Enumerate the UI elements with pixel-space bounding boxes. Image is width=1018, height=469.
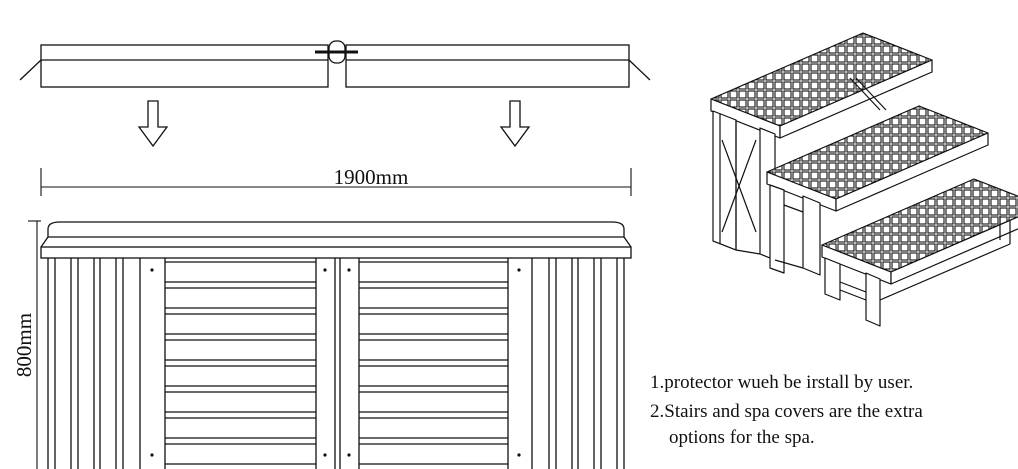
height-dimension xyxy=(28,220,41,469)
spa-stairs-icon xyxy=(710,32,1018,327)
note-line-1: 1.protector wueh be irstall by user. xyxy=(650,372,914,393)
spa-body xyxy=(40,221,632,469)
spa-cover xyxy=(19,40,651,88)
down-arrow-icon xyxy=(137,100,169,148)
note-line-2: 2.Stairs and spa covers are the extra xyxy=(650,401,923,422)
note-line-3: options for the spa. xyxy=(669,427,815,448)
width-dimension xyxy=(40,168,632,196)
width-label: 1900mm xyxy=(334,165,409,189)
height-label: 800mm xyxy=(12,313,36,377)
down-arrow-icon xyxy=(499,100,531,148)
screw-dots xyxy=(150,268,521,457)
